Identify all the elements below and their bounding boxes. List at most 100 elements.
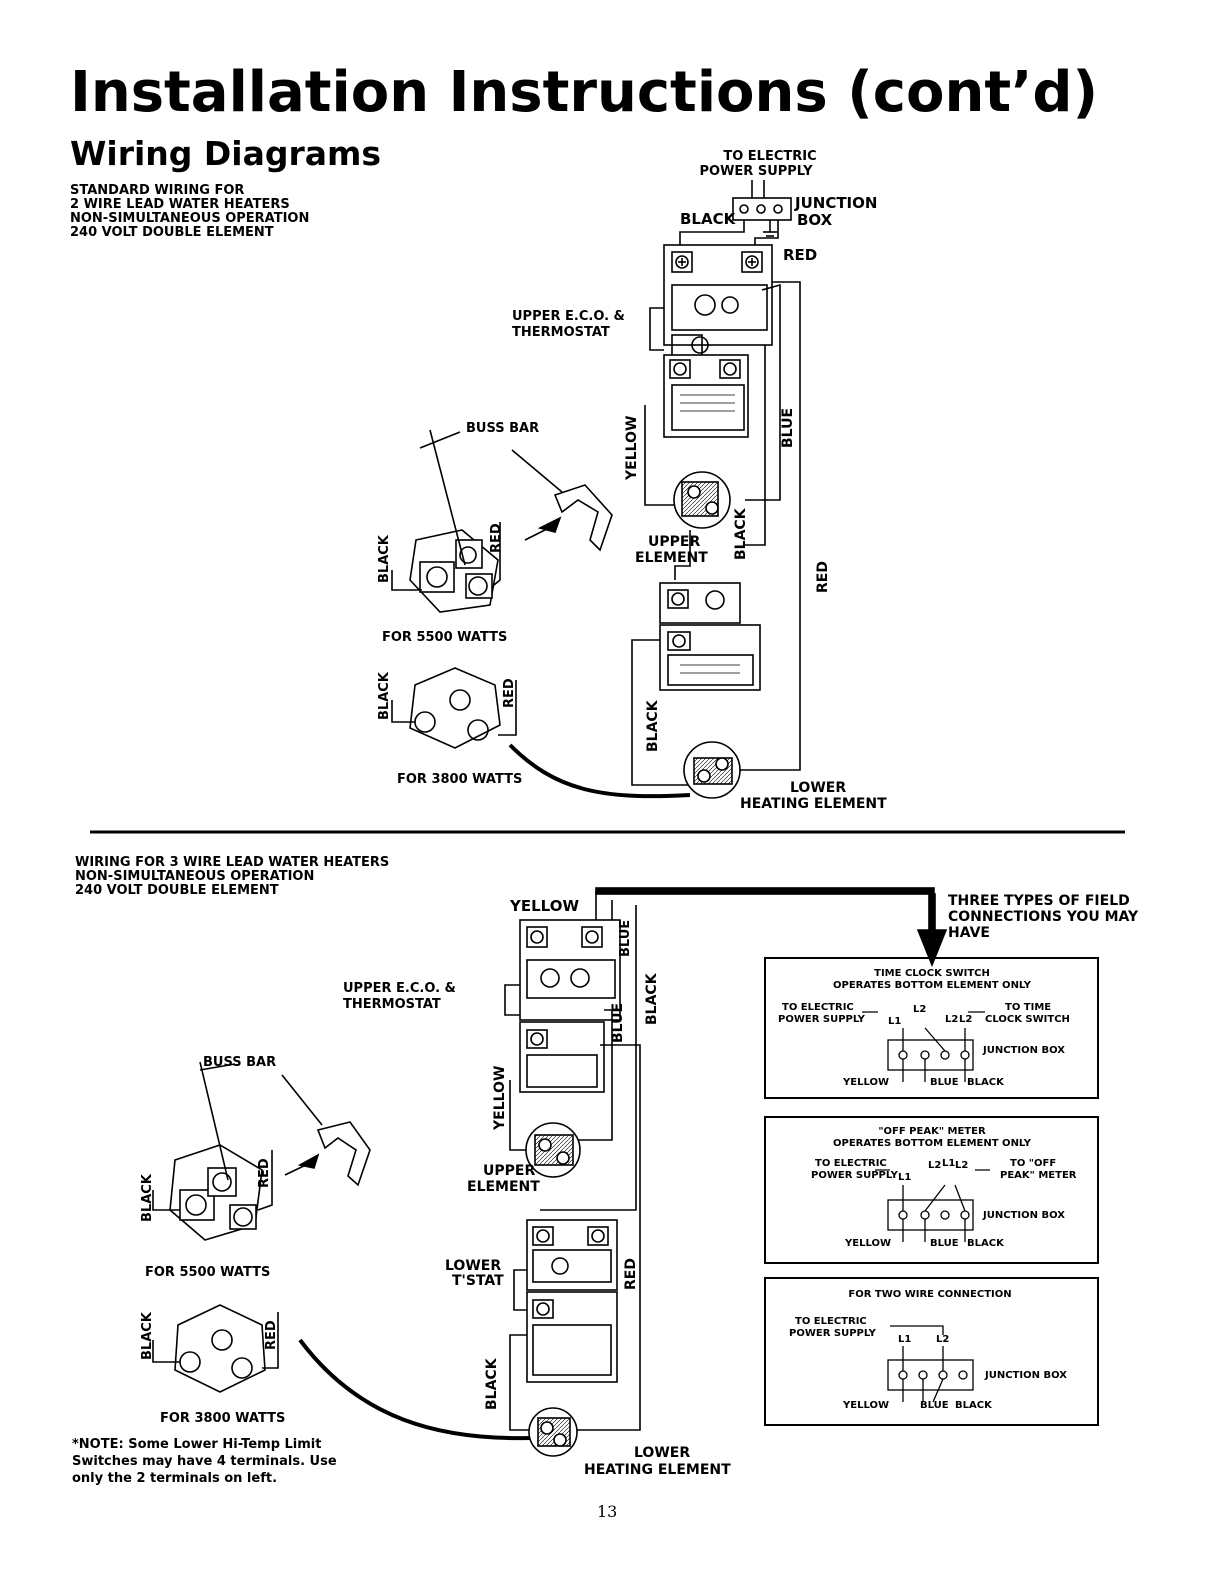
- box3-wire-blue: BLUE: [920, 1400, 949, 1411]
- detail-3800-watts-2: [152, 1304, 279, 1393]
- detail-black-label-4: BLACK: [140, 1311, 155, 1360]
- power-supply-label: TO ELECTRIC: [723, 149, 816, 164]
- box1-terminal-l2b: L2: [945, 1014, 958, 1025]
- box1-wire-black: BLACK: [967, 1077, 1005, 1088]
- wire-label-yellow-2: YELLOW: [492, 1066, 508, 1131]
- off-peak-box: "OFF PEAK" METER OPERATES BOTTOM ELEMENT…: [764, 1116, 1099, 1264]
- upper-element-2: [525, 1122, 581, 1178]
- watts-3800-label: FOR 3800 WATTS: [397, 772, 522, 787]
- box1-terminal-l2: L2: [913, 1004, 926, 1015]
- box1-wire-yellow: YELLOW: [842, 1077, 889, 1088]
- box1-terminal-l2c: L2: [959, 1014, 972, 1025]
- detail-3800-watts: [391, 667, 517, 749]
- box1-title: TIME CLOCK SWITCH: [874, 968, 990, 979]
- box2-terminal-l1b: L1: [942, 1158, 955, 1169]
- wire-label-red-vertical: RED: [815, 561, 831, 593]
- box3-wire-black: BLACK: [955, 1400, 993, 1411]
- box2-wire-yellow: YELLOW: [844, 1238, 891, 1249]
- buss-bar-label-2: BUSS BAR: [203, 1055, 276, 1070]
- upper-eco-label-4: THERMOSTAT: [343, 997, 441, 1012]
- upper-eco-label-2: THERMOSTAT: [512, 325, 610, 340]
- page-number: 13: [597, 1502, 618, 1521]
- box2-junction: JUNCTION BOX: [982, 1210, 1065, 1221]
- box2-right-label: TO "OFF: [1010, 1158, 1056, 1169]
- detail-red-label-4: RED: [264, 1320, 279, 1350]
- field-connections-label-2: CONNECTIONS YOU MAY: [948, 909, 1139, 925]
- wire-label-black: BLACK: [680, 210, 737, 228]
- lower-tstat: [526, 1219, 618, 1383]
- page-title: Installation Instructions (cont’d): [70, 60, 1099, 125]
- detail-red-label-3: RED: [257, 1158, 272, 1188]
- upper-eco-label: UPPER E.C.O. &: [512, 309, 625, 324]
- upper-element-label-3: UPPER: [483, 1163, 535, 1179]
- box1-subtitle: OPERATES BOTTOM ELEMENT ONLY: [833, 980, 1032, 991]
- field-connections-label-3: HAVE: [948, 925, 990, 941]
- box2-left-label: TO ELECTRIC: [815, 1158, 887, 1169]
- box3-title: FOR TWO WIRE CONNECTION: [848, 1289, 1011, 1300]
- detail-red-label-2: RED: [502, 678, 517, 708]
- upper-element-label-4: ELEMENT: [467, 1179, 540, 1195]
- lower-thermostat: [659, 582, 761, 691]
- diagram1-caption: STANDARD WIRING FOR 2 WIRE LEAD WATER HE…: [70, 183, 310, 240]
- lower-element-label: LOWER: [790, 780, 846, 796]
- box2-left-label-2: POWER SUPPLY: [811, 1170, 899, 1181]
- box1-left-label: TO ELECTRIC: [782, 1002, 854, 1013]
- lower-element: [683, 741, 741, 799]
- power-supply-label-2: POWER SUPPLY: [700, 164, 814, 179]
- upper-element-label: UPPER: [648, 534, 700, 550]
- diagram2-caption: WIRING FOR 3 WIRE LEAD WATER HEATERS NON…: [75, 855, 390, 898]
- box2-subtitle: OPERATES BOTTOM ELEMENT ONLY: [833, 1138, 1032, 1149]
- detail-black-label-2: BLACK: [377, 671, 392, 720]
- time-clock-box: TIME CLOCK SWITCH OPERATES BOTTOM ELEMEN…: [764, 957, 1099, 1099]
- upper-thermostat: [663, 244, 773, 358]
- box3-terminal-l1: L1: [898, 1334, 911, 1345]
- wire-label-black-lower-2: BLACK: [484, 1357, 500, 1410]
- watts-5500-label-2: FOR 5500 WATTS: [145, 1265, 270, 1280]
- box1-junction: JUNCTION BOX: [982, 1045, 1065, 1056]
- detail-5500-watts-2: [152, 1061, 273, 1241]
- box3-junction: JUNCTION BOX: [984, 1370, 1067, 1381]
- wire-label-black-upper: BLACK: [733, 507, 749, 560]
- section-title: Wiring Diagrams: [70, 134, 382, 173]
- box2-wire-black: BLACK: [967, 1238, 1005, 1249]
- box2-wire-blue: BLUE: [930, 1238, 959, 1249]
- lower-tstat-label-2: T'STAT: [452, 1273, 504, 1289]
- box3-left-label: TO ELECTRIC: [795, 1316, 867, 1327]
- box3-wire-yellow: YELLOW: [842, 1400, 889, 1411]
- wire-label-yellow: YELLOW: [624, 416, 640, 481]
- lower-element-label-3: LOWER: [634, 1445, 690, 1461]
- junction-label-2: BOX: [797, 211, 833, 229]
- junction-label: JUNCTION: [794, 194, 877, 212]
- upper-element-label-2: ELEMENT: [635, 550, 708, 566]
- detail-red-label: RED: [489, 523, 504, 553]
- box1-wire-blue: BLUE: [930, 1077, 959, 1088]
- box1-right-label-2: CLOCK SWITCH: [985, 1014, 1070, 1025]
- lower-element-2: [528, 1407, 578, 1457]
- box2-title: "OFF PEAK" METER: [878, 1126, 986, 1137]
- box1-left-label-2: POWER SUPPLY: [778, 1014, 866, 1025]
- wire-label-red-2: RED: [623, 1258, 639, 1290]
- buss-bar-label: BUSS BAR: [466, 421, 539, 436]
- box3-terminal-l2: L2: [936, 1334, 949, 1345]
- detail-black-label-3: BLACK: [140, 1173, 155, 1222]
- box2-terminal-l1: L1: [898, 1172, 911, 1183]
- wire-label-blue-top: BLUE: [618, 920, 633, 957]
- buss-bar-2: [281, 1074, 371, 1187]
- wire-label-yellow-top: YELLOW: [509, 897, 579, 915]
- footnote: *NOTE: Some Lower Hi-Temp Limit Switches…: [72, 1437, 337, 1486]
- wire-label-blue: BLUE: [780, 408, 796, 448]
- wire-label-black-lower: BLACK: [645, 699, 661, 752]
- buss-bar: [511, 449, 613, 552]
- box2-terminal-l2b: L2: [955, 1160, 968, 1171]
- wire-label-red: RED: [783, 246, 817, 264]
- field-connections-label: THREE TYPES OF FIELD: [948, 893, 1130, 909]
- lower-tstat-label: LOWER: [445, 1258, 501, 1274]
- watts-5500-label: FOR 5500 WATTS: [382, 630, 507, 645]
- box1-right-label: TO TIME: [1005, 1002, 1051, 1013]
- wire-label-black-2: BLACK: [644, 972, 660, 1025]
- upper-eco-label-3: UPPER E.C.O. &: [343, 981, 456, 996]
- upper-thermostat-lower: [663, 354, 749, 438]
- box2-right-label-2: PEAK" METER: [1000, 1170, 1077, 1181]
- box2-terminal-l2: L2: [928, 1160, 941, 1171]
